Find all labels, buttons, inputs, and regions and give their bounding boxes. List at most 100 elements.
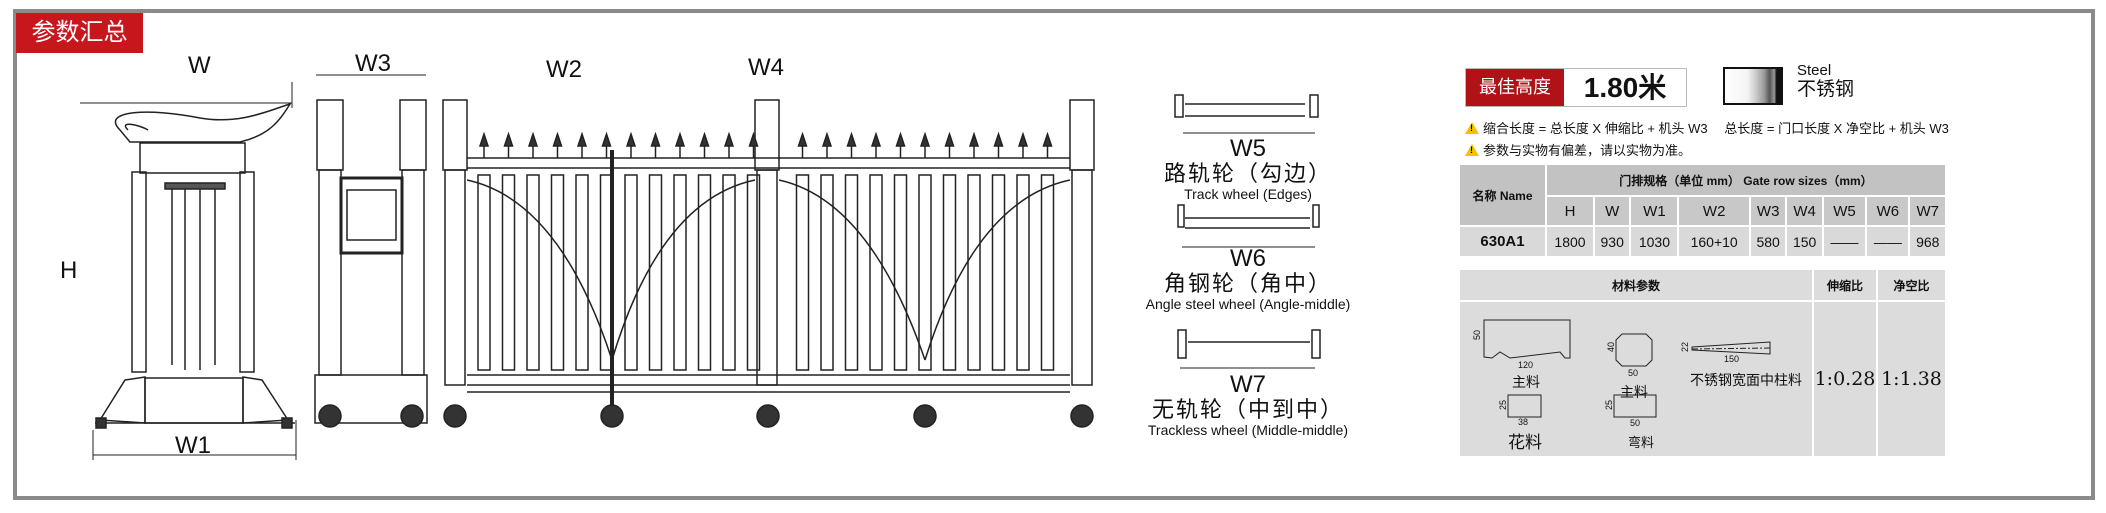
section-title: 参数汇总 (16, 13, 143, 53)
dim: 22 (1680, 341, 1691, 353)
part-label: 花料 (1508, 433, 1542, 452)
dim-label-h: H (60, 257, 78, 284)
content-frame (13, 9, 2095, 500)
gate-bar (820, 174, 834, 371)
gate-bar (477, 174, 491, 371)
gate-spike (870, 131, 882, 147)
gate-spike (968, 131, 980, 147)
gate-spike (601, 131, 612, 147)
gate-post-cap (754, 99, 780, 171)
clearance-ratio-header: 净空比 (1878, 270, 1945, 300)
cell-w7: 968 (1910, 227, 1945, 256)
dim: 50 (1628, 368, 1639, 378)
dim: 50 (1630, 418, 1641, 428)
profile-drawings (1483, 319, 1771, 418)
gate-bar (722, 174, 736, 371)
column-header-w7: W7 (1910, 197, 1945, 225)
material-en: Steel (1797, 62, 1832, 79)
gate-bar (526, 174, 540, 371)
part-label: 弯料 (1628, 435, 1655, 450)
gate-wheel (756, 404, 780, 428)
gate-bar (869, 174, 883, 371)
gate-spike (478, 131, 490, 147)
dim: 50 (1472, 329, 1483, 341)
gate-wheel (443, 404, 467, 428)
gate-bar (550, 174, 565, 371)
part-label: 主料 (1620, 384, 1648, 400)
expansion-ratio-value: 1:0.28 (1814, 302, 1876, 456)
best-height-value: 1.80米 (1583, 72, 1667, 103)
gate-bar (501, 174, 516, 371)
gate-spike (576, 131, 588, 147)
dim: 25 (1604, 399, 1615, 411)
dim: 40 (1606, 341, 1617, 353)
gate-spike (895, 131, 906, 147)
clearance-ratio-value: 1:1.38 (1878, 302, 1945, 456)
gate-spike (1017, 131, 1029, 147)
dim: 120 (1518, 360, 1534, 370)
gate-bar (575, 174, 589, 371)
column-header-w3: W3 (1750, 197, 1786, 225)
dim-label-w3: W3 (355, 50, 391, 77)
cell-h: 1800 (1547, 227, 1593, 256)
steel-color-swatch (1723, 67, 1783, 105)
cell-w3: 580 (1750, 227, 1786, 256)
gate-post-cap (1069, 99, 1095, 171)
gate-spike (797, 131, 808, 147)
gate-spike (993, 131, 1004, 147)
best-height-badge: 最佳高度 1.80米 (1465, 68, 1687, 107)
warning-icon: ! (1465, 121, 1479, 134)
best-height-label: 最佳高度 (1466, 69, 1564, 106)
gate-bar (1016, 174, 1030, 371)
gate-spike (748, 131, 759, 147)
column-header-w6: W6 (1867, 197, 1909, 225)
main-gate-drawing (442, 99, 1095, 428)
gate-post-cap (442, 99, 468, 171)
part-label: 不锈钢宽面中柱料 (1690, 372, 1802, 388)
cell-w4: 150 (1787, 227, 1822, 256)
material-params-header: 材料参数 (1460, 270, 1812, 300)
gate-spike (625, 131, 637, 147)
column-header-h: H (1547, 197, 1593, 225)
gate-bar (795, 174, 810, 371)
warning-icon: ! (1465, 143, 1479, 156)
dim-label-w4: W4 (748, 54, 784, 81)
dim-label-w1: W1 (175, 432, 211, 459)
gate-post (444, 169, 466, 386)
gate-bar (746, 174, 761, 371)
part-label: 主料 (1512, 374, 1540, 390)
dim-label-w: W (188, 52, 211, 79)
gate-spike (821, 131, 833, 147)
dim-label-w2: W2 (546, 56, 582, 83)
material-cn: 不锈钢 (1797, 79, 1855, 100)
model-name: 630A1 (1460, 227, 1545, 256)
gate-bar (697, 174, 712, 371)
gate-wheel (600, 404, 624, 428)
gate-spike (674, 131, 686, 147)
gate-drawing (80, 74, 1095, 460)
gate-bar (918, 174, 932, 371)
note-disclaimer: !参数与实物有偏差，请以实物为准。 (1465, 140, 1691, 159)
cell-w: 930 (1594, 227, 1630, 256)
cell-w6: —— (1867, 227, 1909, 256)
group-header: 门排规格（单位 mm） Gate row sizes（mm） (1547, 165, 1945, 195)
gate-bar (673, 174, 687, 371)
gate-spike (699, 131, 710, 147)
gate-bar (967, 174, 981, 371)
column-header-w4: W4 (1787, 197, 1822, 225)
expansion-ratio-header: 伸缩比 (1814, 270, 1876, 300)
gate-bar (624, 174, 638, 371)
gate-bar (844, 174, 859, 371)
column-header-w5: W5 (1823, 197, 1866, 225)
material-profiles-cell: 50 120 主料 40 50 主料 22 150 不锈钢宽面中柱料 25 38… (1460, 302, 1812, 456)
side-view-drawing (80, 82, 297, 460)
gate-spike (846, 131, 857, 147)
material-table: 材料参数 伸缩比 净空比 50 120 主料 40 50 主料 22 150 不… (1458, 268, 1947, 458)
name-header: 名称 Name (1460, 165, 1545, 225)
gate-spike (503, 131, 514, 147)
gate-bar (991, 174, 1006, 371)
gate-spike (1042, 131, 1053, 147)
